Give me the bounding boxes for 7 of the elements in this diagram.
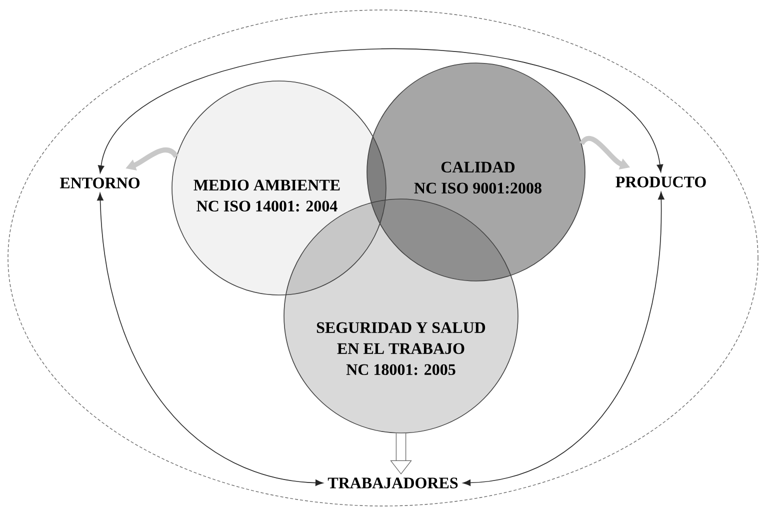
curved-arrow [97,192,324,486]
area-label: ENTORNO [60,178,140,188]
area-label: TRABAJADORES [328,478,458,488]
area-label: PRODUCTO [616,176,706,188]
block-arrow [390,433,412,474]
curved-arrow [462,192,664,486]
curved-arrow [98,48,664,174]
